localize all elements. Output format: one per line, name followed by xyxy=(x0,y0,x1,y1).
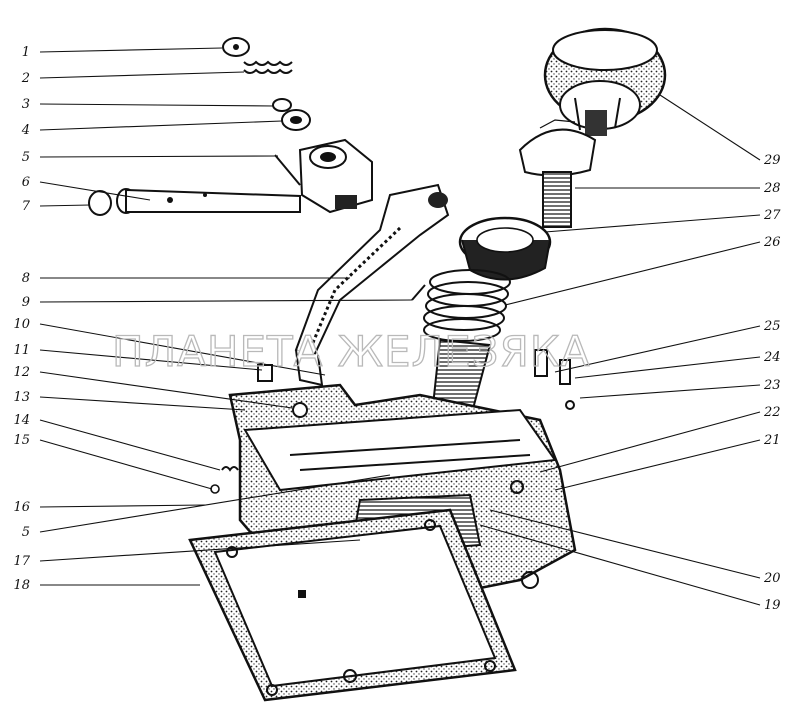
callout-label: 19 xyxy=(764,598,781,613)
callout-label: 6 xyxy=(22,175,30,190)
callout-label: 27 xyxy=(763,208,781,223)
callout-label: 21 xyxy=(763,433,781,448)
callout-label: 20 xyxy=(763,571,781,586)
gearshift-lever-upper xyxy=(518,119,597,228)
callout-label: 24 xyxy=(763,350,781,365)
callout-label: 11 xyxy=(13,343,30,358)
watermark-text: ПЛАНЕТА ЖЕЛЕЗЯКА xyxy=(112,327,590,376)
callout-label: 8 xyxy=(22,271,30,286)
callout-label: 12 xyxy=(13,365,30,380)
leader-lines-left xyxy=(39,47,413,586)
callout-label: 4 xyxy=(21,123,30,138)
callout-label: 28 xyxy=(763,181,781,196)
callouts-right: 29 28 27 26 25 24 23 22 21 20 19 xyxy=(763,153,781,613)
callout-label: 18 xyxy=(13,578,30,593)
cover-gasket xyxy=(188,508,517,702)
callout-label: 17 xyxy=(13,554,30,569)
callout-label: 29 xyxy=(763,153,781,168)
callouts-left: 1 2 3 4 5 6 7 8 9 10 11 12 13 14 15 16 5… xyxy=(13,45,30,593)
callout-label: 16 xyxy=(13,500,30,515)
callout-label: 9 xyxy=(22,295,30,310)
gearshift-knob xyxy=(543,27,667,136)
callout-label: 26 xyxy=(763,235,781,250)
callout-label: 25 xyxy=(763,319,781,334)
callout-label: 5 xyxy=(22,525,30,540)
callout-label: 14 xyxy=(13,413,30,428)
callout-label: 7 xyxy=(22,199,31,214)
lever-spring xyxy=(411,269,511,342)
lever-collar xyxy=(458,216,552,281)
callout-label: 13 xyxy=(13,390,30,405)
detent-parts xyxy=(210,364,308,494)
leader-lines-right xyxy=(479,94,761,606)
callout-label: 22 xyxy=(763,405,781,420)
callout-label: 15 xyxy=(13,433,30,448)
shift-rail-parts xyxy=(88,37,373,216)
callout-label: 3 xyxy=(22,97,30,112)
callout-label: 10 xyxy=(13,317,30,332)
callout-label: 5 xyxy=(22,150,30,165)
shift-fork xyxy=(294,183,450,387)
callout-label: 2 xyxy=(21,71,30,86)
callout-label: 1 xyxy=(22,45,30,60)
callout-label: 23 xyxy=(763,378,781,393)
